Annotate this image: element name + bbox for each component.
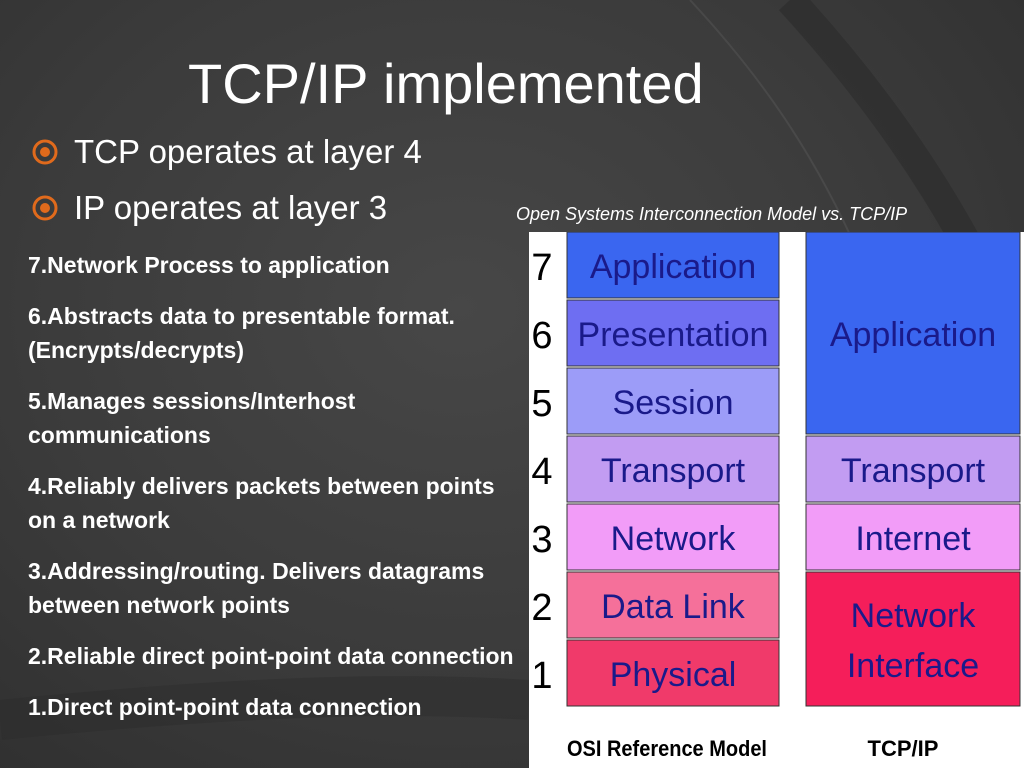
slide-title: TCP/IP implemented bbox=[188, 52, 704, 115]
tcpip-layer-label-line: Internet bbox=[855, 520, 971, 558]
circled-dot-icon bbox=[32, 139, 58, 165]
layer-description-7: 7.Network Process to application bbox=[28, 252, 390, 278]
layer-description-3: 3.Addressing/routing. Delivers datagrams… bbox=[28, 558, 485, 618]
tcpip-layer-box bbox=[805, 503, 1021, 571]
layer-description-5: 5.Manages sessions/Interhost communicati… bbox=[28, 388, 356, 448]
osi-layer-box bbox=[566, 639, 780, 707]
osi-layer-number: 4 bbox=[531, 451, 552, 493]
layer-description-6: 6.Abstracts data to presentable format. … bbox=[28, 303, 455, 363]
tcpip-layer-label-line: Interface bbox=[847, 647, 979, 685]
osi-layer-number: 2 bbox=[531, 587, 552, 629]
layer-description-1: 1.Direct point-point data connection bbox=[28, 694, 422, 720]
osi-layer-label: Session bbox=[613, 384, 734, 422]
osi-layer-number: 7 bbox=[531, 247, 552, 289]
bullet-item: IP operates at layer 3 bbox=[30, 188, 387, 228]
osi-layer-label: Network bbox=[611, 520, 737, 558]
osi-layer-label: Transport bbox=[601, 452, 746, 490]
osi-layer-label: Application bbox=[590, 248, 756, 286]
osi-layer-label: Physical bbox=[610, 656, 737, 694]
osi-layer-box bbox=[566, 503, 780, 571]
tcpip-layer-box bbox=[805, 435, 1021, 503]
tcpip-layer-label-line: Application bbox=[830, 316, 996, 354]
osi-layer-label: Data Link bbox=[601, 588, 746, 626]
osi-layer-box bbox=[566, 299, 780, 367]
osi-layer-number: 6 bbox=[531, 315, 552, 357]
tcpip-layer-label: Application bbox=[830, 316, 996, 354]
layer-description-list: 7.Network Process to application 6.Abstr… bbox=[28, 248, 518, 741]
tcpip-layer-box bbox=[805, 232, 1021, 435]
layer-description-4: 4.Reliably delivers packets between poin… bbox=[28, 473, 495, 533]
osi-layer-box bbox=[566, 232, 780, 299]
tcpip-layer-label: Internet bbox=[855, 520, 971, 558]
osi-layer-box bbox=[566, 435, 780, 503]
bullet-text: TCP operates at layer 4 bbox=[74, 133, 422, 170]
osi-layer-box bbox=[566, 367, 780, 435]
osi-model-label: OSI Reference Model bbox=[567, 736, 767, 761]
circled-dot-icon bbox=[32, 195, 58, 221]
osi-layer-box bbox=[566, 571, 780, 639]
bullet-item: TCP operates at layer 4 bbox=[30, 132, 422, 172]
figure-caption: Open Systems Interconnection Model vs. T… bbox=[516, 204, 908, 224]
tcpip-model-label: TCP/IP bbox=[868, 736, 939, 761]
tcpip-layer-label-line: Network bbox=[851, 597, 977, 635]
tcpip-layer-label: Transport bbox=[841, 452, 986, 490]
tcpip-layer-box bbox=[805, 571, 1021, 707]
bullet-text: IP operates at layer 3 bbox=[74, 189, 388, 226]
osi-layer-number: 5 bbox=[531, 383, 552, 425]
layer-description-2: 2.Reliable direct point-point data conne… bbox=[28, 643, 514, 669]
osi-layer-label: Presentation bbox=[578, 316, 769, 354]
osi-layer-number: 3 bbox=[531, 519, 552, 561]
tcpip-layer-label-line: Transport bbox=[841, 452, 986, 490]
osi-layer-number: 1 bbox=[531, 655, 552, 697]
